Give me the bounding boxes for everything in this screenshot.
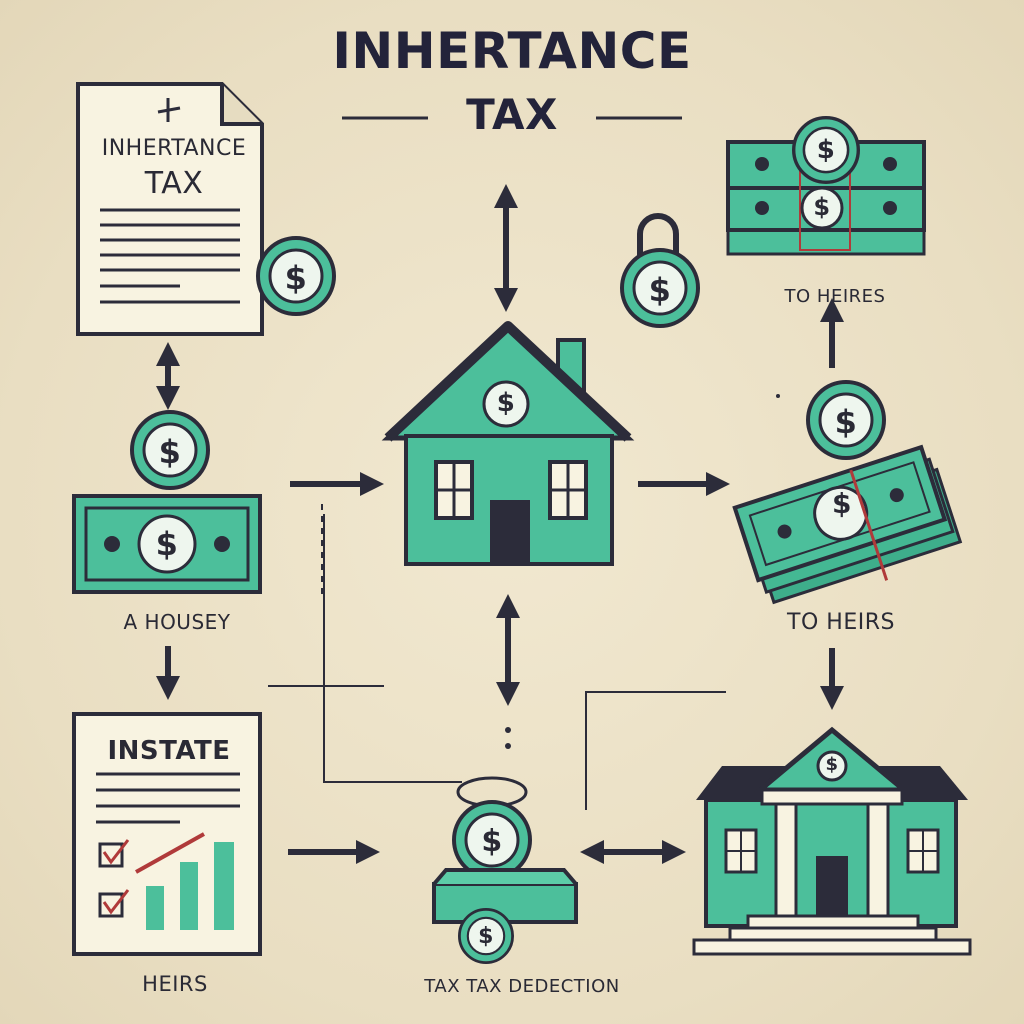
lock-coin-icon — [620, 213, 700, 328]
lock-coin-dollar-sign: $ — [648, 271, 672, 309]
house-dollar-sign: $ — [496, 388, 516, 418]
estate-document-icon — [72, 712, 262, 956]
checkbox-icon — [98, 892, 124, 918]
house-icon — [381, 321, 635, 566]
checkbox-icon — [98, 842, 124, 868]
label-heirs: HEIRS — [142, 972, 208, 996]
bank-icon — [692, 726, 972, 956]
trend-line-icon — [135, 832, 205, 874]
dots-decoration — [505, 727, 511, 749]
document-title-line2: TAX — [144, 166, 204, 201]
inheritance-document-icon — [76, 82, 264, 336]
pile-dollar-sign: $ — [832, 487, 852, 520]
coin-dollar-sign: $ — [834, 403, 858, 441]
label-to-heires: TO HEIRES — [784, 286, 886, 307]
checkmark-icon — [102, 889, 130, 915]
document-title-line1: INHERTANCE — [101, 136, 247, 161]
bank-dollar-sign: $ — [825, 754, 839, 775]
stack-dollar-sign: $ — [816, 135, 836, 165]
banknote-icon — [72, 494, 262, 594]
banknote-dollar-sign: $ — [155, 525, 179, 563]
checkmark-icon — [102, 839, 130, 865]
page-title-line2: TAX — [466, 90, 558, 139]
label-to-heirs: TO HEIRS — [787, 610, 895, 635]
money-stack-icon — [726, 115, 926, 256]
tray-dollar-sign: $ — [478, 924, 494, 949]
dot-decoration — [776, 394, 780, 398]
connector-lines — [268, 514, 726, 810]
banknote-pile-icon — [732, 444, 963, 605]
label-a-housy: A HOUSEY — [123, 610, 231, 634]
page-title-line1: INHERTANCE — [332, 22, 692, 80]
coin-dollar-sign: $ — [284, 259, 308, 297]
bag-dollar-sign: $ — [481, 824, 503, 859]
bar-chart-icon — [146, 842, 234, 930]
stack-dollar-sign: $ — [813, 193, 831, 221]
coin-dollar-sign: $ — [158, 433, 182, 471]
label-tax-deduction: TAX TAX DEDECTION — [424, 976, 620, 997]
estate-document-title: INSTATE — [107, 736, 231, 766]
money-bag-icon — [432, 776, 578, 964]
